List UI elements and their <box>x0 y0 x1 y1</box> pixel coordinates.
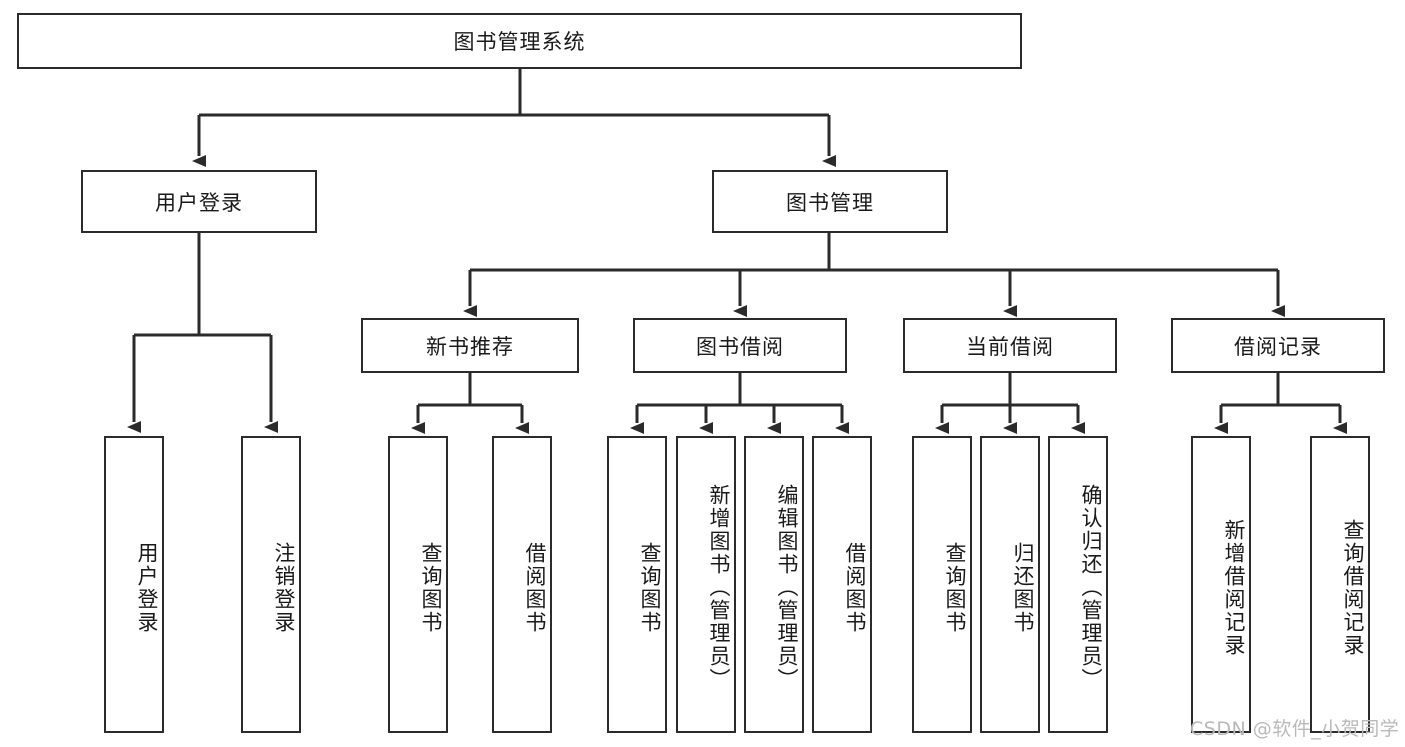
node-label: 借阅图书 <box>843 541 867 634</box>
node-label: 确认归还（管理员） <box>1079 484 1103 691</box>
node-current-borrow[interactable]: 当前借阅 <box>903 318 1117 373</box>
node-leaf-query-book-a[interactable]: 查询图书 <box>388 436 448 733</box>
node-label: 新书推荐 <box>426 334 514 359</box>
node-label: 图书管理 <box>786 190 874 215</box>
node-leaf-user-login[interactable]: 用户登录 <box>104 436 164 733</box>
node-borrow-record[interactable]: 借阅记录 <box>1171 318 1385 373</box>
node-label: 图书借阅 <box>696 334 784 359</box>
node-book-borrow[interactable]: 图书借阅 <box>633 318 847 373</box>
node-leaf-query-book-b[interactable]: 查询图书 <box>607 436 667 733</box>
node-label: 查询借阅记录 <box>1341 518 1365 657</box>
node-leaf-add-record[interactable]: 新增借阅记录 <box>1191 436 1251 733</box>
node-label: 借阅图书 <box>523 541 547 634</box>
node-label: 借阅记录 <box>1234 334 1322 359</box>
node-label: 查询图书 <box>419 541 443 634</box>
node-label: 查询图书 <box>638 541 662 634</box>
node-leaf-add-book[interactable]: 新增图书（管理员） <box>676 436 736 733</box>
node-leaf-confirm-return[interactable]: 确认归还（管理员） <box>1048 436 1108 733</box>
node-new-book-recommend[interactable]: 新书推荐 <box>361 318 579 373</box>
node-label: 新增借阅记录 <box>1222 518 1246 657</box>
node-leaf-edit-book[interactable]: 编辑图书（管理员） <box>744 436 804 733</box>
node-book-manage[interactable]: 图书管理 <box>712 170 948 233</box>
node-label: 图书管理系统 <box>453 30 586 54</box>
node-label: 用户登录 <box>135 541 159 634</box>
node-label: 当前借阅 <box>966 334 1054 359</box>
node-leaf-user-logout[interactable]: 注销登录 <box>241 436 301 733</box>
node-label: 用户登录 <box>155 190 243 215</box>
node-leaf-borrow-book-b[interactable]: 借阅图书 <box>812 436 872 733</box>
node-label: 编辑图书（管理员） <box>775 484 799 691</box>
node-label: 查询图书 <box>943 541 967 634</box>
node-label: 新增图书（管理员） <box>707 484 731 691</box>
csdn-watermark: CSDN @软件_小贺同学 <box>1190 718 1400 740</box>
node-root-system[interactable]: 图书管理系统 <box>17 13 1022 69</box>
node-leaf-query-book-c[interactable]: 查询图书 <box>912 436 972 733</box>
node-label: 归还图书 <box>1011 541 1035 634</box>
node-leaf-borrow-book-a[interactable]: 借阅图书 <box>492 436 552 733</box>
node-leaf-query-record[interactable]: 查询借阅记录 <box>1310 436 1370 733</box>
node-leaf-return-book[interactable]: 归还图书 <box>980 436 1040 733</box>
node-label: 注销登录 <box>272 541 296 634</box>
node-user-login[interactable]: 用户登录 <box>81 170 317 233</box>
